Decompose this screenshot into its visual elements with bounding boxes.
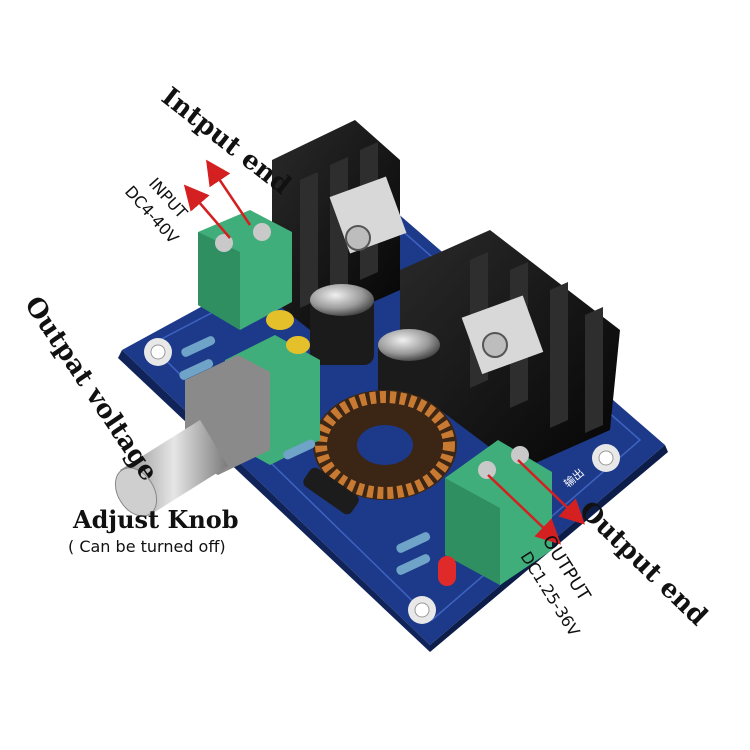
mounting-holes [144,338,620,624]
adjust-knob [114,420,228,517]
annotation-arrows [183,159,585,545]
adjust-knob-label: Adjust Knob [72,505,239,534]
small-components [179,310,456,586]
heatsink-left [272,120,407,330]
output-voltage-label: Outpat voltage [18,291,163,486]
toroid-inductor [313,390,457,500]
heatsink-right [400,230,620,470]
adjust-knob-note: ( Can be turned off) [68,537,226,556]
output-end-label: Output end [573,495,713,631]
output-terminal-block [445,440,552,585]
input-end-label: Intput end [156,82,297,201]
input-terminal-block [198,210,292,330]
